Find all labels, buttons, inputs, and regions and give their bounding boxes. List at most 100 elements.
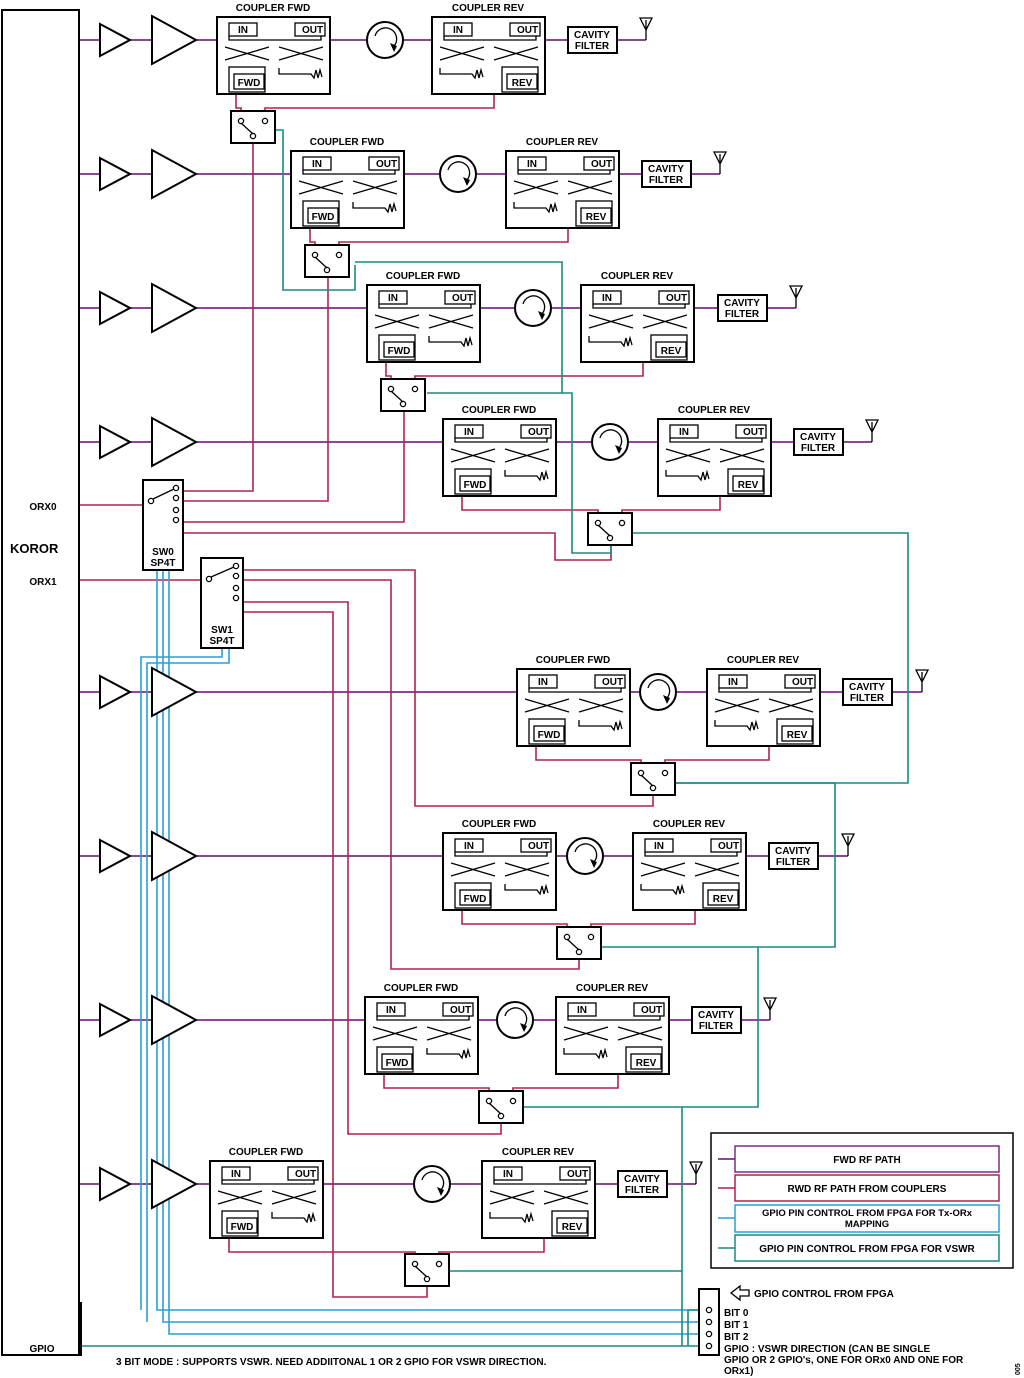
gpio-bit1-wire — [162, 570, 701, 1323]
legend-gpio-mapping-label-1: GPIO PIN CONTROL FROM FPGA FOR Tx-ORx — [762, 1208, 973, 1219]
tx4-circulator-arrow-icon — [663, 695, 670, 704]
tx4-coupler-fwd-body — [516, 668, 631, 747]
tx2-cavity-filter-line2: FILTER — [725, 309, 760, 320]
tx3-coupler-fwd-bracket — [454, 438, 548, 443]
tx3-vswr-switch — [587, 512, 633, 546]
tx4-coupler-fwd-title: COUPLER FWD — [536, 655, 610, 666]
vswr-b-c — [355, 261, 563, 394]
tx5-cavity-filter-line1: CAVITY — [775, 846, 811, 857]
gpio-bit1-label: BIT 1 — [724, 1320, 749, 1331]
tx6-coupler-fwd-bracket — [376, 1016, 470, 1021]
tx0-vswr-switch-contact-b — [261, 117, 269, 125]
tx2-cavity-filter-box — [717, 294, 768, 322]
tx3-coupler-rev-in-box — [669, 424, 699, 439]
tx5-coupler-fwd-port-box — [459, 889, 491, 906]
tx5-coupler-fwd-in-box — [454, 838, 484, 853]
tx4-coupler-rev-port-label: REV — [787, 730, 808, 741]
tx2-vswr-switch-arm — [390, 390, 404, 403]
tx1-driver-amp-icon — [99, 156, 133, 192]
tx2-coupler-fwd-port-box — [383, 341, 415, 358]
sw-d-to-sw0 — [175, 532, 612, 561]
tx2-coupler-fwd-in-label: IN — [388, 293, 398, 304]
tx1-coupler-fwd-out-box — [368, 156, 400, 171]
tx7-cavity-filter-line2: FILTER — [625, 1185, 660, 1196]
tx3-coupler-rev-port-label: REV — [738, 480, 759, 491]
legend-gpio-vswr-box — [734, 1234, 1000, 1262]
tx4-coupler-rev-out-box — [784, 674, 816, 689]
tx4-power-amp-icon — [151, 666, 199, 718]
tx1-coupler-fwd-port-label: FWD — [312, 212, 335, 223]
legend: FWD RF PATH RWD RF PATH FROM COUPLERS GP… — [710, 1132, 1014, 1269]
tx4-coupler-rev-termination-icon — [714, 719, 759, 732]
gpio-note-line3: ORx1) — [724, 1366, 753, 1377]
tx5-vswr-switch-contact-a — [563, 933, 571, 941]
tx3-coupler-fwd-port-box — [459, 475, 491, 492]
tx6-coupler-fwd-termination-icon — [426, 1047, 471, 1060]
tx3-coupler-rev-out-box — [735, 424, 767, 439]
tx6-cavity-filter-line1: CAVITY — [698, 1010, 734, 1021]
tx3-vswr-switch-contact-a — [594, 519, 602, 527]
tx0-coupler-rev-port-frame — [501, 66, 539, 93]
tx2-circulator — [514, 289, 552, 327]
tx3-power-amp-icon — [151, 416, 199, 468]
tx7-coupler-rev-port-box — [556, 1217, 588, 1234]
tx0-rev-coupled-wire — [264, 91, 495, 121]
tx7-coupler-fwd-in-box — [221, 1166, 251, 1181]
tx2-coupler-rev-port-frame — [650, 334, 688, 361]
tx3-vswr-switch-contact-b — [618, 519, 626, 527]
tx5-circulator — [566, 837, 604, 875]
tx2-coupler-rev-crossover-icon — [588, 314, 688, 329]
tx3-circulator-arc — [599, 429, 623, 449]
tx2-circulator-arc — [522, 295, 546, 315]
tx2-coupler-fwd-out-box — [444, 290, 476, 305]
sw1-sp4t-label1: SW1 — [211, 625, 233, 636]
tx5-coupler-fwd-port-label: FWD — [464, 894, 487, 905]
legend-fwd-label: FWD RF PATH — [833, 1155, 900, 1166]
tx0-antenna-icon — [638, 17, 654, 40]
sw-c-to-sw0 — [175, 405, 405, 523]
tx4-vswr-switch — [630, 762, 676, 796]
tx7-circulator-arc — [421, 1171, 445, 1191]
tx3-coupler-rev-bracket — [669, 438, 763, 443]
tx2-coupler-rev-out-box — [658, 290, 690, 305]
tx7-vswr-switch-contact-b — [435, 1260, 443, 1268]
gpio-port-label: GPIO — [29, 1344, 54, 1355]
tx1-rev-coupled-wire — [338, 225, 569, 255]
tx5-power-amp-icon — [151, 830, 199, 882]
tx2-power-amp-icon — [151, 282, 199, 334]
tx0-coupler-rev-body — [431, 16, 546, 95]
tx2-coupler-fwd-crossover-icon — [374, 314, 474, 329]
tx1-circulator-arrow-icon — [463, 177, 470, 186]
tx5-antenna-icon — [840, 833, 856, 856]
tx7-cavity-filter-line1: CAVITY — [624, 1174, 660, 1185]
sw-e-to-sw1 — [233, 569, 654, 807]
tx4-coupler-rev-in-label: IN — [728, 677, 738, 688]
tx1-coupler-fwd-termination-icon — [352, 201, 397, 214]
tx2-coupler-fwd-in-box — [378, 290, 408, 305]
tx5-coupler-rev-port-label: REV — [713, 894, 734, 905]
tx2-coupler-fwd-termination-icon — [428, 335, 473, 348]
orx0-port-label: ORX0 — [29, 502, 57, 513]
tx4-circulator — [639, 673, 677, 711]
tx4-coupler-fwd-termination-icon — [578, 719, 623, 732]
tx0-coupler-fwd-port-label: FWD — [238, 78, 261, 89]
gpio-right-pin-0 — [705, 1306, 713, 1314]
tx4-coupler-rev-port-frame — [776, 718, 814, 745]
sw-b-to-sw0 — [175, 271, 329, 502]
tx3-coupler-fwd-port-frame — [454, 468, 492, 495]
tx1-coupler-rev-port-label: REV — [586, 212, 607, 223]
tx0-coupler-rev-crossover-icon — [439, 46, 539, 61]
tx2-coupler-fwd-port-frame — [378, 334, 416, 361]
tx5-vswr-switch — [556, 926, 602, 960]
tx1-coupler-fwd-port-frame — [302, 200, 340, 227]
tx5-coupler-fwd-port-frame — [454, 882, 492, 909]
tx6-coupler-rev-in-label: IN — [577, 1005, 587, 1016]
sw1-sp4t-arm — [210, 566, 235, 578]
vswr-gpio-stub — [687, 1309, 701, 1346]
tx6-coupler-rev-out-label: OUT — [641, 1005, 662, 1016]
